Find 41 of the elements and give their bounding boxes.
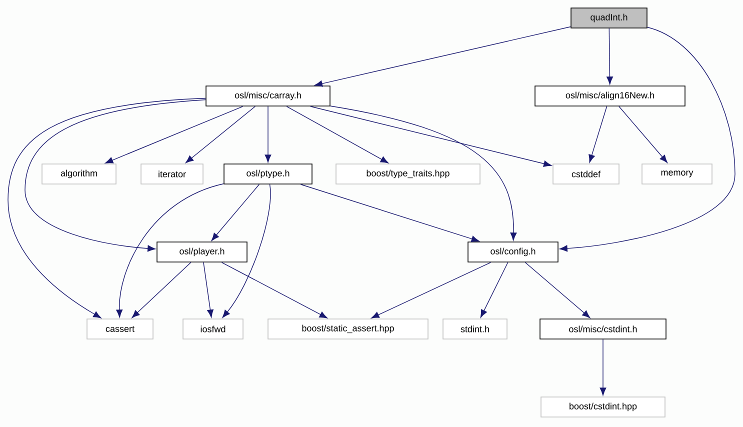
file-box: boost/static_assert.hpp (268, 318, 428, 340)
arrow (211, 184, 260, 241)
arrow (371, 262, 492, 318)
arrow (222, 184, 271, 318)
file-box: cstddef (552, 164, 620, 184)
arrow (186, 106, 256, 164)
file-box: boost/type_traits.hpp (336, 164, 480, 184)
arrow (8, 98, 206, 318)
arrow (203, 262, 214, 318)
file-box: osl/config.h (468, 242, 558, 262)
file-box: osl/misc/carray.h (206, 86, 330, 106)
arrow (132, 262, 192, 318)
arrow (314, 26, 571, 87)
arrow (310, 106, 552, 167)
arrow (264, 106, 272, 163)
file-box: osl/ptype.h (224, 164, 312, 184)
arrow (600, 339, 606, 396)
file-box: quadInt.h (570, 8, 648, 28)
arrow (330, 106, 517, 241)
file-box: memory (642, 164, 712, 184)
arrow (221, 262, 328, 318)
arrow (480, 262, 508, 318)
arrow (286, 106, 388, 164)
file-box: cassert (86, 318, 154, 340)
arrow (524, 262, 590, 318)
file-box: osl/misc/cstdint.h (540, 318, 666, 340)
arrow (588, 106, 608, 163)
file-box: boost/cstdint.hpp (540, 396, 666, 418)
file-box: iterator (140, 164, 204, 184)
arrow (105, 106, 244, 164)
file-box: osl/player.h (156, 242, 248, 262)
arrow (606, 28, 613, 85)
file-box: osl/misc/align16New.h (534, 86, 686, 106)
file-box: algorithm (42, 164, 116, 184)
arrow (24, 99, 206, 252)
arrow (618, 106, 668, 163)
file-box: stdint.h (442, 318, 508, 340)
arrow (116, 183, 224, 318)
arrow (300, 184, 480, 242)
arrow (559, 26, 736, 252)
file-box: iosfwd (182, 318, 244, 340)
